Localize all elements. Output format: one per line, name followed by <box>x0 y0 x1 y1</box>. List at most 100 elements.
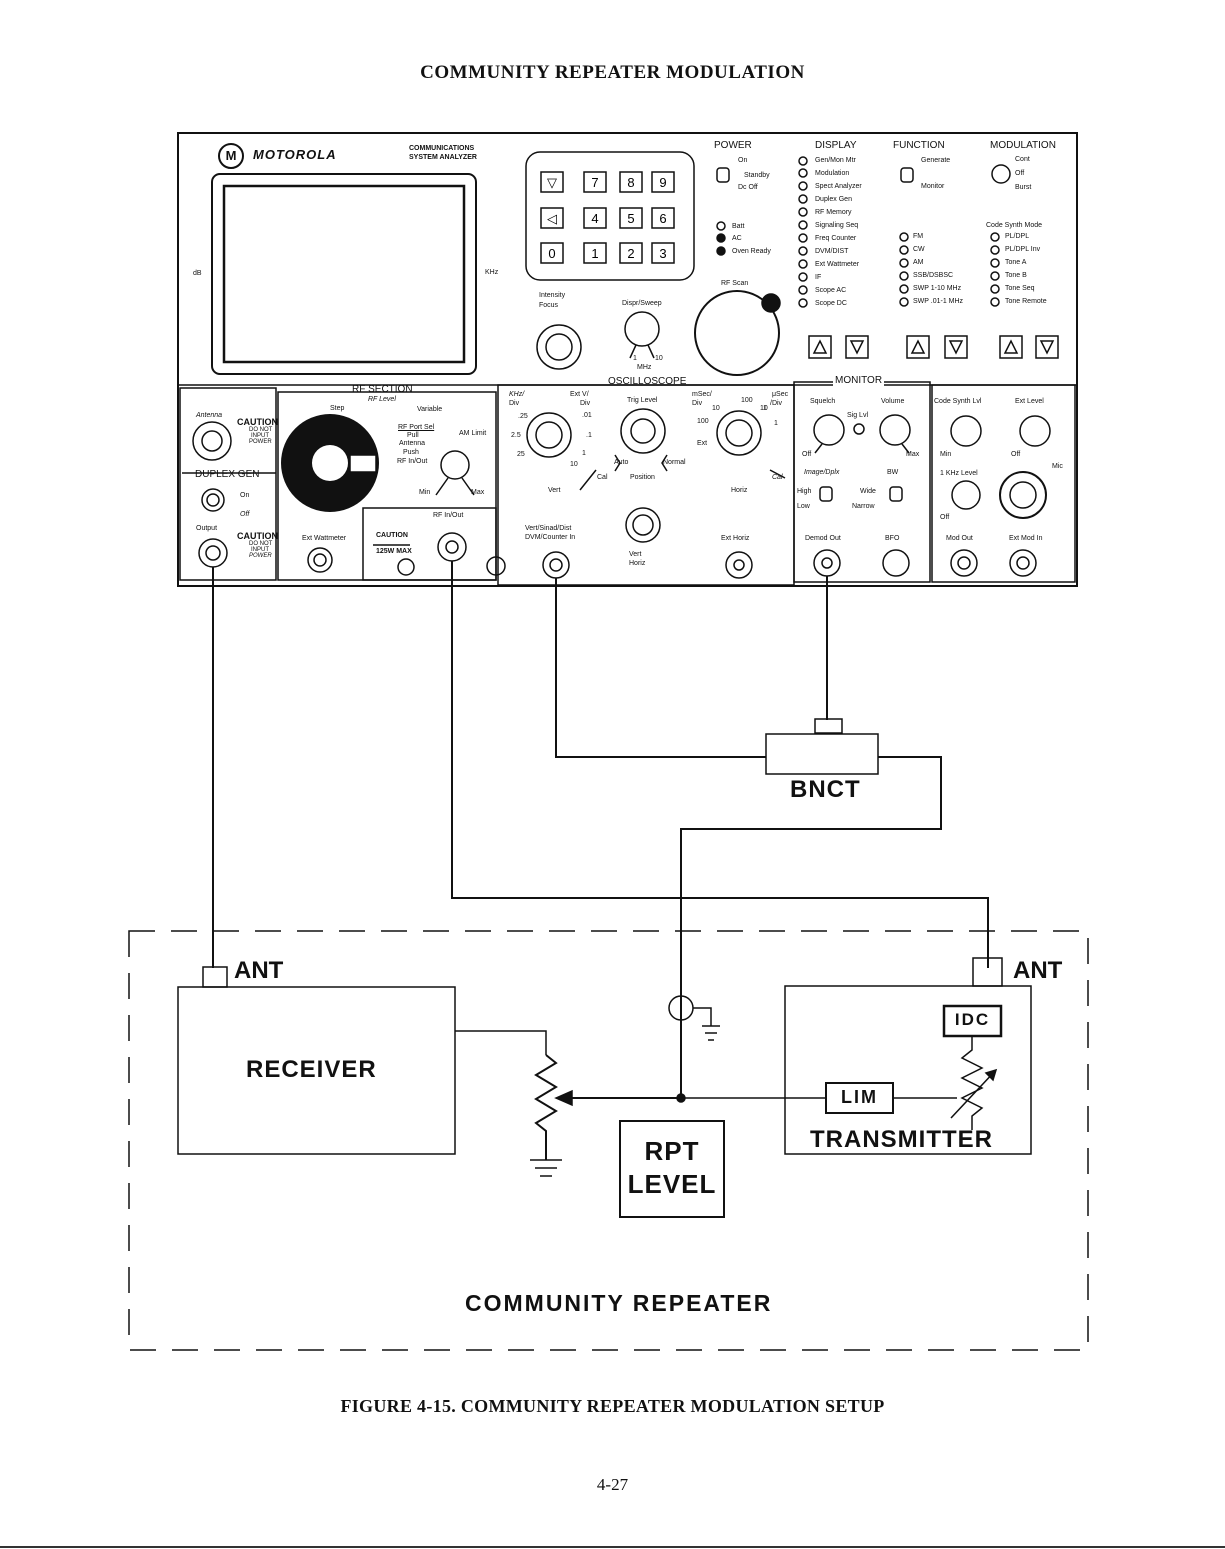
modulation-title: MODULATION <box>990 140 1056 151</box>
model-line2: SYSTEM ANALYZER <box>409 154 477 161</box>
sig-lvl-label: Sig Lvl <box>847 412 869 419</box>
modulation-off: Off <box>1015 170 1025 177</box>
modulation-option: PL/DPL Inv <box>1005 246 1041 253</box>
demod-out-label: Demod Out <box>805 535 841 542</box>
rf-in-out-sel-label: RF In/Out <box>397 458 428 465</box>
monitor-off-label: Off <box>802 451 812 458</box>
rf-scan-label: RF Scan <box>721 280 749 287</box>
dispr-tick-10: 10 <box>655 355 663 362</box>
caution-block-2: CAUTION DO NOT INPUT POWER <box>237 531 278 560</box>
display-option: Gen/Mon Mtr <box>815 157 856 164</box>
modulation-option: Tone B <box>1005 272 1027 279</box>
dial-mark-12: 10 <box>760 405 768 412</box>
display-option: DVM/DIST <box>815 248 849 255</box>
ext-label: Ext <box>697 440 708 447</box>
function-option: AM <box>913 259 924 266</box>
community-repeater-label: COMMUNITY REPEATER <box>465 1290 773 1316</box>
bnct-label: BNCT <box>790 776 861 803</box>
right-off2-label: Off <box>940 514 950 521</box>
display-option: RF Memory <box>815 209 852 216</box>
keypad-key-frame <box>619 207 643 229</box>
rf-scan-knob <box>694 290 780 376</box>
screen-khz-label: KHz <box>485 269 499 276</box>
bottom-rule <box>0 1546 1225 1548</box>
keypad-key-frame <box>540 242 564 264</box>
function-monitor: Monitor <box>921 183 945 190</box>
rf-port-sel-label: RF Port Sel <box>398 424 435 431</box>
analyzer-frame <box>177 132 1078 587</box>
keypad-key-frame <box>540 171 564 193</box>
low-label: Low <box>797 503 810 510</box>
brand-name: MOTOROLA <box>253 147 337 162</box>
modulation-cont: Cont <box>1015 156 1030 163</box>
intensity-label: Intensity <box>539 292 566 299</box>
keypad-key: 9 <box>659 175 666 190</box>
display-option: Spect Analyzer <box>815 183 862 190</box>
modulation-indicators <box>990 232 1000 307</box>
page-number: 4-27 <box>596 1475 629 1494</box>
keypad-key-frame <box>651 171 675 193</box>
dial-mark-11: 100 <box>697 418 709 425</box>
keypad-frame <box>525 151 695 281</box>
function-title: FUNCTION <box>893 140 945 151</box>
am-limit-label: AM Limit <box>459 430 487 437</box>
khz-div-1: KHz/ <box>509 391 525 398</box>
display-option: IF <box>815 274 822 281</box>
dial-mark-9: 10 <box>712 405 720 412</box>
receiver-ant-label: ANT <box>234 957 284 984</box>
focus-knob <box>545 333 573 361</box>
push-label: Push <box>403 449 419 456</box>
usec-div-1: μSec <box>772 391 789 398</box>
function-option: SWP 1-10 MHz <box>913 285 962 292</box>
rf-caution-box <box>362 507 497 581</box>
dial-mark-8: 100 <box>741 397 753 404</box>
keypad-key-frame <box>583 207 607 229</box>
keypad-key-frame <box>651 207 675 229</box>
monitor-title: MONITOR <box>833 375 885 386</box>
antenna-label: Antenna <box>196 412 223 419</box>
auto-label: Auto <box>614 459 629 466</box>
focus-label: Focus <box>539 302 559 309</box>
dial-mark-2: 2.5 <box>511 432 521 439</box>
screen-db-label: dB <box>193 270 202 277</box>
narrow-label: Narrow <box>852 503 875 510</box>
ext-level-label: Ext Level <box>1015 398 1044 405</box>
ext-mod-in-label: Ext Mod In <box>1009 535 1043 542</box>
power-oven-ready: Oven Ready <box>732 248 771 255</box>
rf-level-label: RF Level <box>368 396 396 403</box>
function-option: CW <box>913 246 925 253</box>
khz-div-2: Div <box>509 400 520 407</box>
keypad-key: 3 <box>659 246 666 261</box>
keypad-key-frame <box>651 242 675 264</box>
bw-label: BW <box>887 469 899 476</box>
modulation-burst: Burst <box>1015 184 1032 191</box>
ext-v-div-1: Ext V/ <box>570 391 589 398</box>
dispr-tick-1: 1 <box>633 355 637 362</box>
ext-v-div-2: Div <box>580 400 591 407</box>
keypad-key: 7 <box>591 175 598 190</box>
vert-sinad-1: Vert/Sinad/Dist <box>525 525 572 532</box>
modulation-option: PL/DPL <box>1005 233 1030 240</box>
antenna-port-label: Antenna <box>399 440 426 447</box>
rf-max-power-label: 125W MAX <box>376 548 412 555</box>
keypad-key: 0 <box>548 246 555 261</box>
right-panel-box <box>931 384 1076 583</box>
keypad-key-frame <box>583 171 607 193</box>
transmitter-box <box>784 985 1032 1155</box>
rf-min-label: Min <box>419 489 431 496</box>
rf-section-title: RF SECTION <box>352 384 413 395</box>
vert-select-label: Vert <box>629 551 642 558</box>
code-synth-lvl-label: Code Synth Lvl <box>934 398 982 405</box>
keypad-key-frame <box>619 242 643 264</box>
right-min-label: Min <box>940 451 952 458</box>
code-synth-mode: Code Synth Mode <box>986 222 1043 229</box>
bfo-label: BFO <box>885 535 900 542</box>
keypad-key-frame <box>619 171 643 193</box>
ext-wattmeter-label: Ext Wattmeter <box>302 535 347 542</box>
normal-label: Normal <box>663 459 686 466</box>
dial-mark-10: 1 <box>763 405 767 412</box>
high-label: High <box>797 488 812 495</box>
keypad-key-frame <box>583 242 607 264</box>
